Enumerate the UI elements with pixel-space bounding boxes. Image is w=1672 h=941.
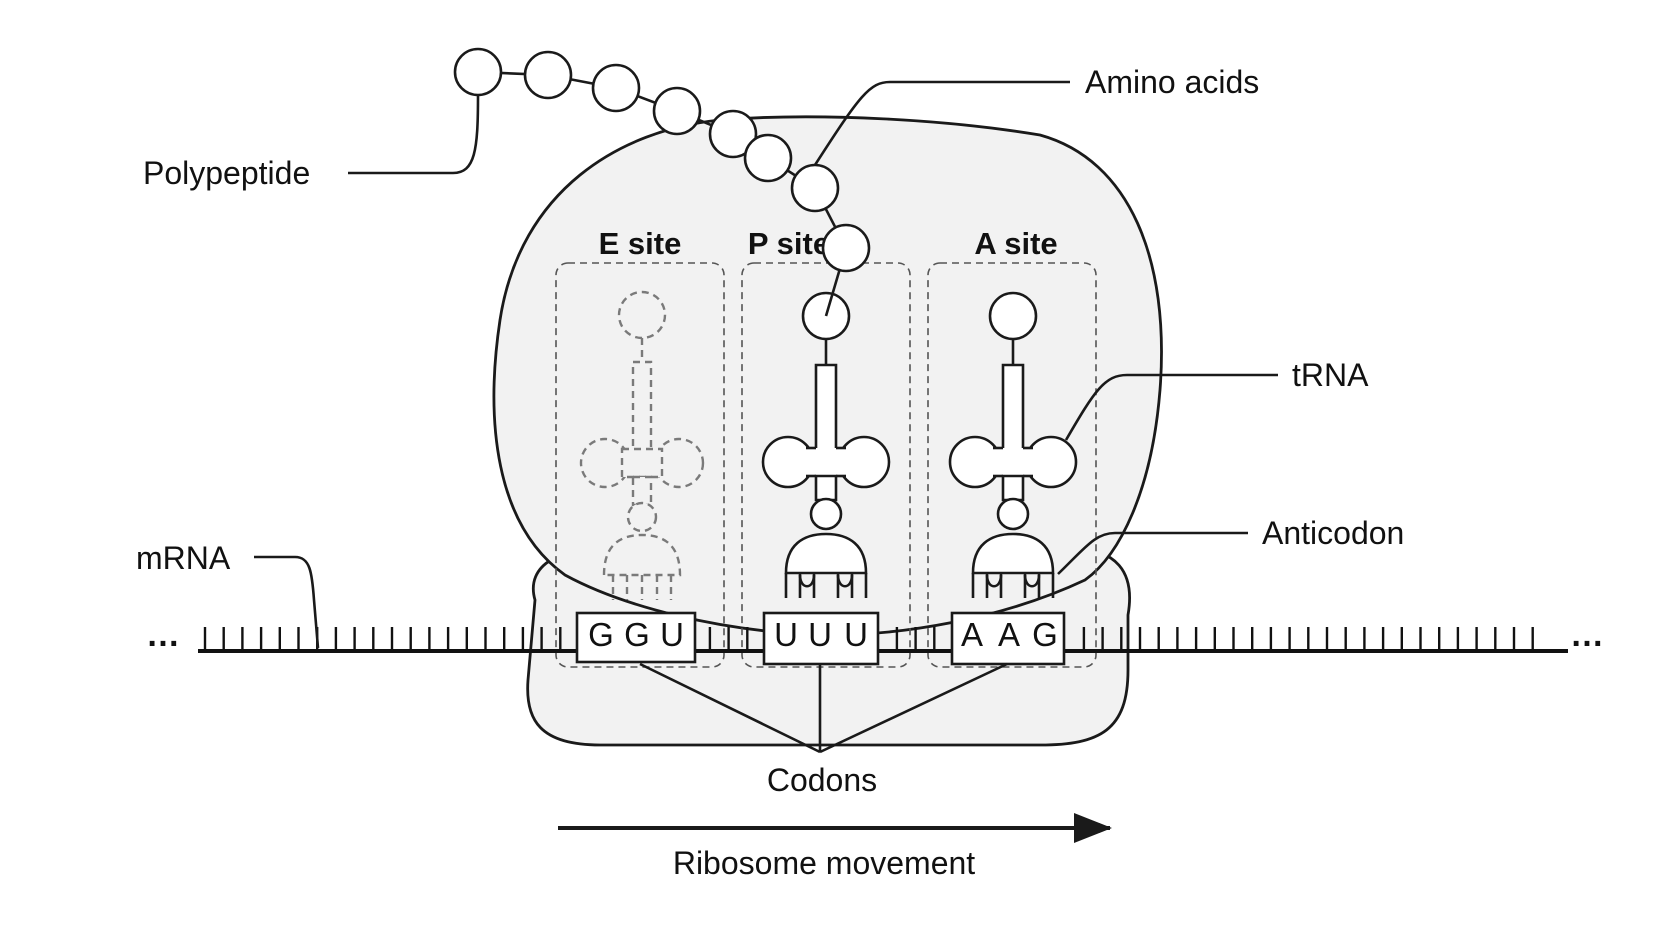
arrowhead-icon [1074,813,1112,843]
polypeptide-leader [348,95,480,175]
a-site-title: A site [974,226,1057,261]
ribosome-movement-label: Ribosome movement [673,845,975,881]
amino-acids-label: Amino acids [1085,64,1259,100]
e-codon-base-1: G [588,616,614,653]
p-codon-base-2: U [808,616,832,653]
mrna-left-ellipsis: … [146,616,182,654]
amino-acids-leader [813,80,1070,166]
mrna-right-ellipsis: … [1570,616,1606,654]
a-codon-base-1: A [961,616,983,653]
a-site-box [927,262,1097,668]
e-site-title: E site [599,226,682,261]
e-site-trna [579,290,705,600]
p-codon-base-3: U [844,616,868,653]
anticodon-label: Anticodon [1262,515,1404,551]
e-site-box [555,262,725,668]
codons-label: Codons [767,762,877,798]
a-codon-base-3: G [1032,616,1058,653]
a-site-trna [948,291,1078,598]
e-site-codon: G G U [575,611,697,664]
mrna-label: mRNA [136,540,231,576]
anticodon-leader [1057,531,1248,575]
polypeptide-chain [453,47,871,273]
e-codon-base-2: G [624,616,650,653]
a-site-codon: A A G [950,611,1066,666]
polypeptide-label: Polypeptide [143,155,310,191]
p-codon-base-1: U [774,616,798,653]
mrna-ticks [203,627,1534,651]
trna-leader [1064,373,1278,441]
p-site-title: P site [748,226,830,261]
p-site-box [741,262,911,668]
codons-leader [639,662,1008,754]
mrna-strand [198,627,1568,653]
e-codon-base-3: U [660,616,684,653]
mrna-leader [254,555,320,649]
p-site-codon: U U U [762,611,880,666]
a-codon-base-2: A [998,616,1020,653]
trna-label: tRNA [1292,357,1369,393]
